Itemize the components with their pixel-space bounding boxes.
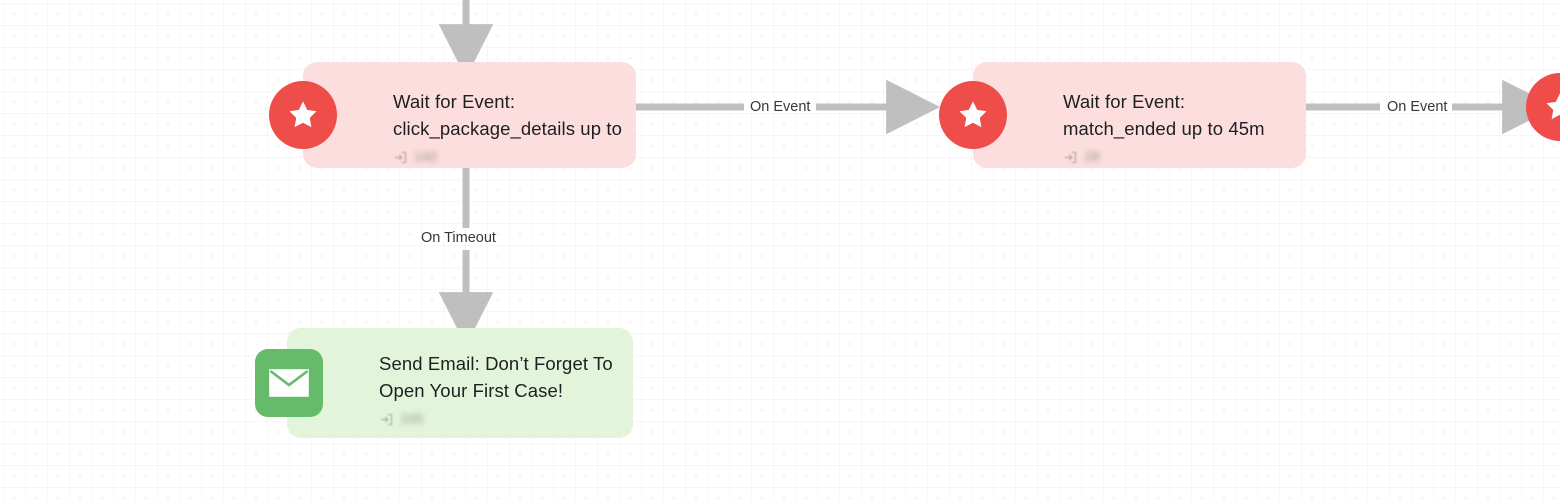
- node-wait-click-package-details[interactable]: Wait for Event: click_package_details up…: [269, 62, 636, 168]
- star-icon: [269, 81, 337, 149]
- edge-label-on-event-1: On Event: [750, 99, 811, 115]
- node-title: Send Email: Don’t Forget To Open Your Fi…: [379, 353, 613, 401]
- node-send-email-first-case[interactable]: Send Email: Don’t Forget To Open Your Fi…: [255, 328, 633, 438]
- star-icon: [1543, 90, 1560, 124]
- node-run-count: 100: [401, 412, 424, 426]
- node-title: Wait for Event: click_package_details up…: [393, 91, 622, 139]
- node-title: Wait for Event: match_ended up to 45m: [1063, 91, 1265, 139]
- edge-label-on-timeout: On Timeout: [421, 230, 496, 246]
- node-run-count: 142: [415, 150, 438, 164]
- enter-icon: [380, 413, 393, 425]
- node-wait-match-ended[interactable]: Wait for Event: match_ended up to 45m 28: [939, 62, 1306, 168]
- star-icon: [939, 81, 1007, 149]
- node-meta: 28: [1063, 148, 1292, 166]
- node-meta: 100: [379, 410, 619, 428]
- edge-label-on-event-2: On Event: [1387, 99, 1448, 115]
- envelope-icon: [255, 349, 323, 417]
- node-run-count: 28: [1085, 150, 1100, 164]
- node-wait-next-offscreen[interactable]: [1526, 73, 1560, 141]
- node-meta: 142: [393, 148, 622, 166]
- enter-icon: [1064, 151, 1077, 163]
- enter-icon: [394, 151, 407, 163]
